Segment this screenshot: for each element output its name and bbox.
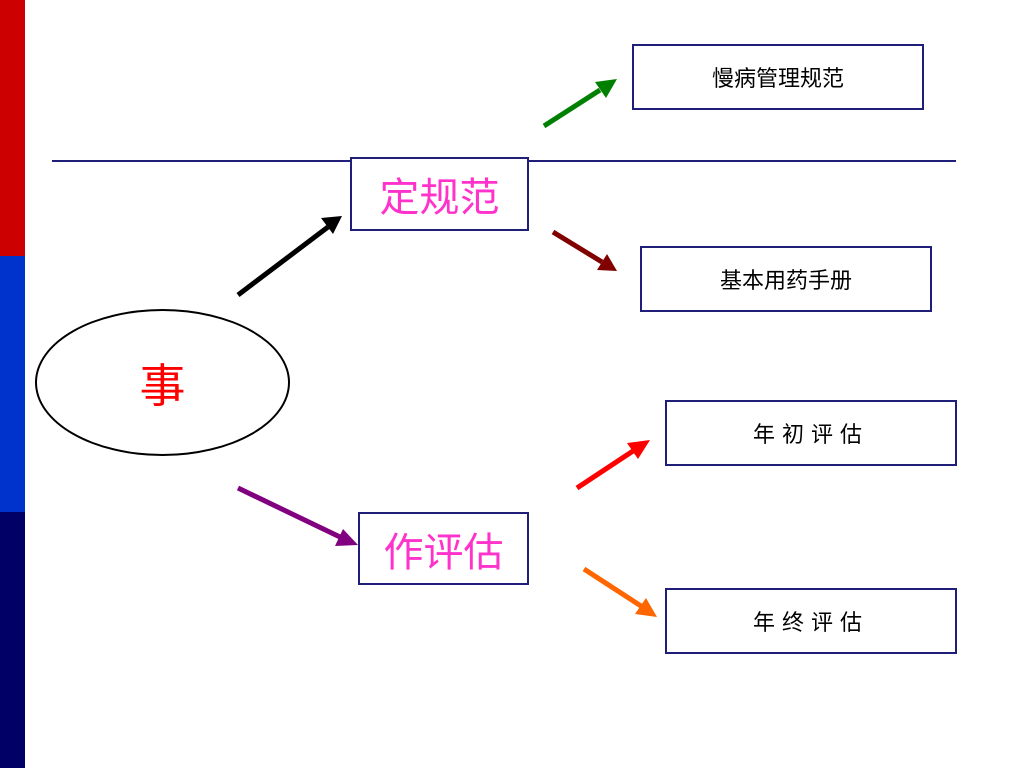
branch-node-evaluation-label: 作评估 xyxy=(383,529,504,576)
edge-evaluation-to-year-start xyxy=(575,440,650,491)
root-node: 事 xyxy=(35,309,290,456)
branch-node-rules-label: 定规范 xyxy=(379,175,500,221)
edge-root-to-evaluation xyxy=(236,485,358,546)
root-node-label: 事 xyxy=(139,358,186,413)
left-band-blue xyxy=(0,256,25,512)
leaf-node-year-end-label: 年终评估 xyxy=(752,611,869,636)
leaf-node-year-start-label: 年初评估 xyxy=(752,423,869,448)
branch-node-evaluation: 作评估 xyxy=(358,512,529,585)
branch-node-rules: 定规范 xyxy=(350,157,529,231)
left-band-red xyxy=(0,0,25,256)
edge-evaluation-to-year-end xyxy=(582,566,657,617)
leaf-node-year-end: 年终评估 xyxy=(665,588,957,654)
edge-root-to-rules xyxy=(236,216,342,297)
leaf-node-chronic-disease: 慢病管理规范 xyxy=(632,44,924,110)
edge-rules-to-drug-handbook xyxy=(551,229,617,271)
edge-rules-to-chronic-disease xyxy=(542,79,617,129)
leaf-node-drug-handbook-label: 基本用药手册 xyxy=(719,269,852,294)
leaf-node-chronic-disease-label: 慢病管理规范 xyxy=(711,67,844,92)
leaf-node-drug-handbook: 基本用药手册 xyxy=(640,246,932,312)
left-band-navy xyxy=(0,512,25,768)
leaf-node-year-start: 年初评估 xyxy=(665,400,957,466)
